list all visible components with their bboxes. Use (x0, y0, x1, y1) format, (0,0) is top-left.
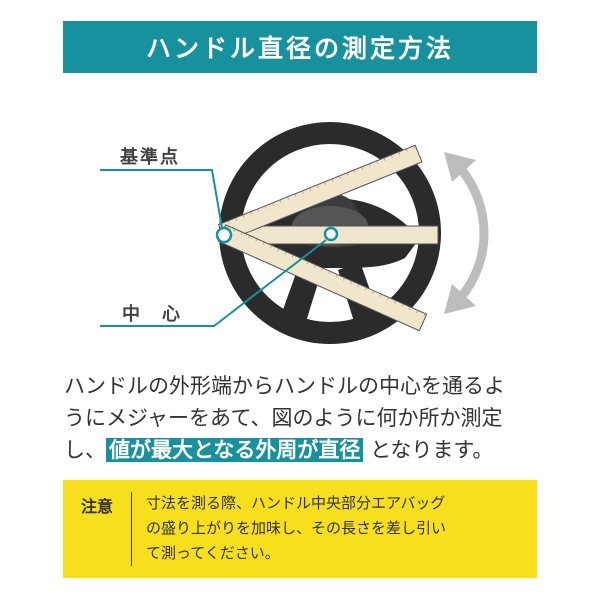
description-line-2: うにメジャーをあて、図のように何か所か測定 (64, 406, 503, 430)
description: ハンドルの外形端からハンドルの中心を通るよ うにメジャーをあて、図のように何か所… (64, 370, 554, 466)
reference-point-label: 基準点 (120, 147, 180, 168)
note-box: 注意 寸法を測る際、ハンドル中央部分エアバッグ の盛り上がりを加味し、その長さを… (63, 480, 537, 578)
description-line-3-pre: し、 (64, 438, 106, 462)
description-highlight: 値が最大となる外周が直径 (106, 438, 364, 462)
center-label: 中心 (122, 304, 202, 325)
reference-leader-line (100, 169, 223, 229)
note-label: 注意 (80, 497, 113, 516)
center-leader-line (100, 239, 327, 327)
rotate-arrow-icon (444, 152, 489, 314)
reference-point-marker (215, 226, 233, 244)
tape-measure-icon (217, 144, 439, 332)
steering-wheel-illustration (100, 122, 489, 344)
note-divider (131, 492, 132, 566)
note-line-2: の盛り上がりを加味し、その長さを差し引い (146, 519, 447, 537)
note-line-3: て測ってください。 (146, 544, 280, 562)
center-marker (323, 226, 339, 242)
note-line-1: 寸法を測る際、ハンドル中央部分エアバッグ (146, 494, 446, 512)
description-line-3-post: となります。 (370, 438, 494, 462)
description-line-3: し、値が最大となる外周が直径 となります。 (64, 434, 554, 466)
description-line-1: ハンドルの外形端からハンドルの中心を通るよ (64, 374, 505, 398)
page-title: ハンドル直径の測定方法 (63, 21, 537, 73)
note-text: 寸法を測る際、ハンドル中央部分エアバッグ の盛り上がりを加味し、その長さを差し引… (132, 480, 537, 578)
